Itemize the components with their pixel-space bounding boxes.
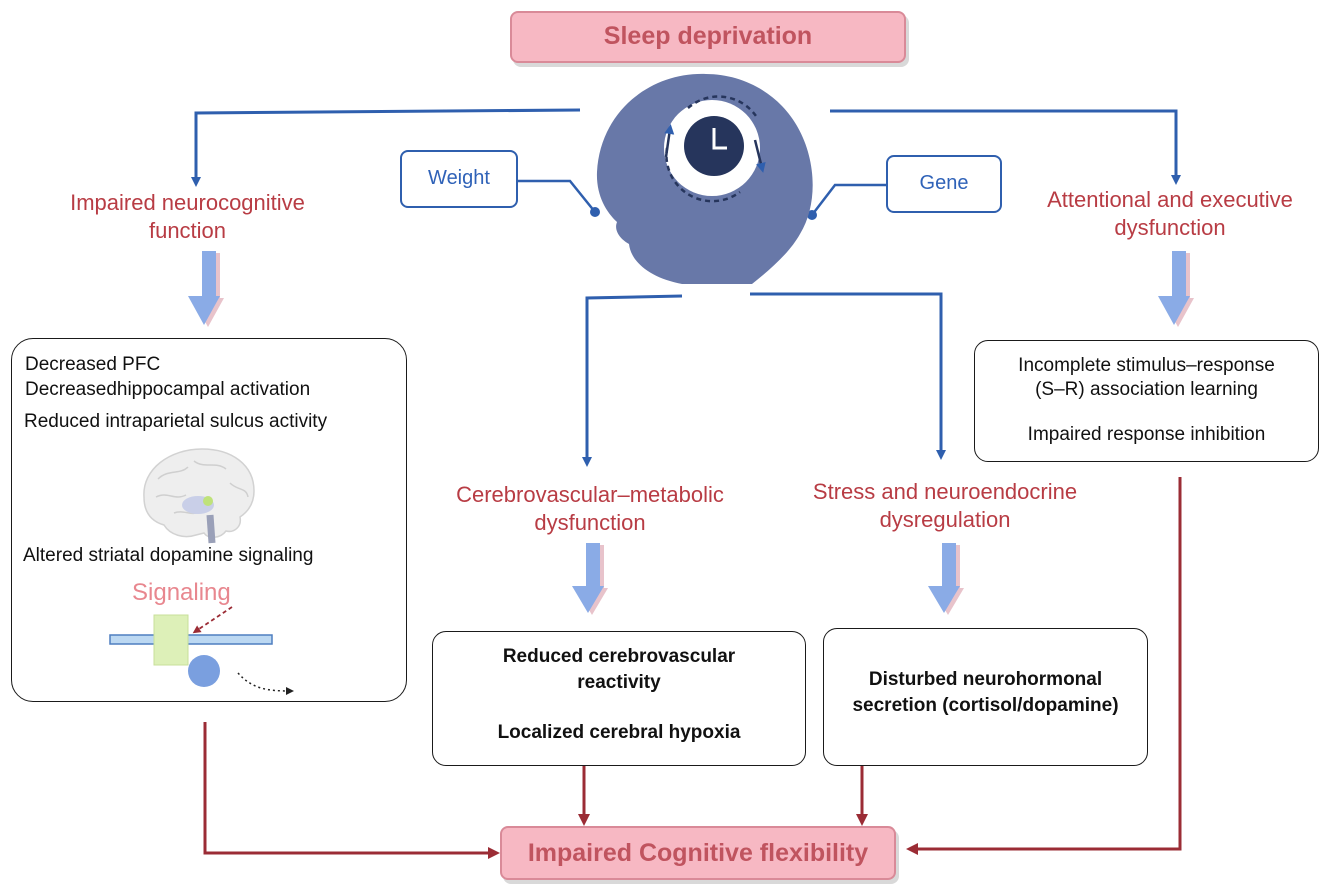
head-clock-icon bbox=[596, 73, 813, 284]
neuro-item-hippocampal: Decreasedhippocampal activation bbox=[25, 379, 311, 400]
connector-to-neuro bbox=[191, 108, 581, 187]
attention-item-line2: (S–R) association learning bbox=[1035, 379, 1258, 400]
red-arrow-from-neuro bbox=[203, 722, 500, 859]
gene-factor-box: Gene bbox=[886, 155, 1002, 213]
connector-weight bbox=[518, 179, 596, 213]
vascular-item-line2: reactivity bbox=[577, 672, 661, 693]
receptor-signaling-icon bbox=[109, 606, 294, 695]
stress-heading-line2: dysregulation bbox=[879, 507, 1011, 532]
vascular-heading-line1: Cerebrovascular–metabolic bbox=[456, 482, 724, 507]
vascular-heading-line2: dysfunction bbox=[534, 510, 646, 535]
stress-heading: Stress and neuroendocrine dysregulation bbox=[775, 478, 1115, 534]
attention-findings-box: Incomplete stimulus–response (S–R) assoc… bbox=[974, 340, 1319, 462]
neuro-item-pfc: Decreased PFC bbox=[25, 354, 161, 375]
stress-heading-line1: Stress and neuroendocrine bbox=[812, 479, 1078, 504]
red-arrow-from-attention bbox=[906, 477, 1182, 855]
connector-weight-dot bbox=[590, 207, 600, 217]
block-arrow-neuro bbox=[188, 251, 224, 327]
connector-to-stress bbox=[750, 292, 946, 460]
neuro-heading-line1: Impaired neurocognitive bbox=[70, 190, 305, 215]
neuro-heading-line2: function bbox=[148, 218, 227, 243]
neuro-item-dopamine: Altered striatal dopamine signaling bbox=[23, 545, 314, 566]
attention-item-line1: Incomplete stimulus–response bbox=[1018, 355, 1275, 376]
stress-item-line1: Disturbed neurohormonal bbox=[868, 669, 1103, 690]
neuro-heading: Impaired neurocognitive function bbox=[20, 189, 355, 245]
impaired-cognitive-flexibility-title: Impaired Cognitive flexibility bbox=[500, 826, 896, 880]
neuro-item-intraparietal: Reduced intraparietal sulcus activity bbox=[24, 411, 328, 432]
stress-findings-box: Disturbed neurohormonal secretion (corti… bbox=[823, 628, 1148, 766]
vascular-findings-box: Reduced cerebrovascular reactivity Local… bbox=[432, 631, 806, 766]
connector-to-attention bbox=[830, 109, 1181, 185]
vascular-heading: Cerebrovascular–metabolic dysfunction bbox=[415, 481, 765, 537]
vascular-item-line1: Reduced cerebrovascular bbox=[502, 646, 736, 667]
signaling-label: Signaling bbox=[132, 579, 231, 606]
block-arrow-attention bbox=[1158, 251, 1194, 327]
vascular-item-line3: Localized cerebral hypoxia bbox=[497, 722, 741, 743]
connector-gene-dot bbox=[807, 210, 817, 220]
attention-heading-line1: Attentional and executive bbox=[1047, 187, 1293, 212]
neuro-findings-box: Decreased PFC Decreasedhippocampal activ… bbox=[11, 338, 407, 702]
attention-heading-line2: dysfunction bbox=[1114, 215, 1226, 240]
attention-item-line3: Impaired response inhibition bbox=[1027, 424, 1266, 445]
attention-heading: Attentional and executive dysfunction bbox=[1010, 186, 1325, 242]
block-arrow-stress bbox=[928, 543, 964, 615]
connector-to-vascular bbox=[582, 294, 683, 467]
block-arrow-vascular bbox=[572, 543, 608, 615]
connector-gene bbox=[811, 183, 886, 216]
sleep-deprivation-title: Sleep deprivation bbox=[510, 11, 906, 63]
brain-illustration bbox=[143, 448, 255, 544]
weight-factor-box: Weight bbox=[400, 150, 518, 208]
stress-item-line2: secretion (cortisol/dopamine) bbox=[852, 695, 1119, 716]
